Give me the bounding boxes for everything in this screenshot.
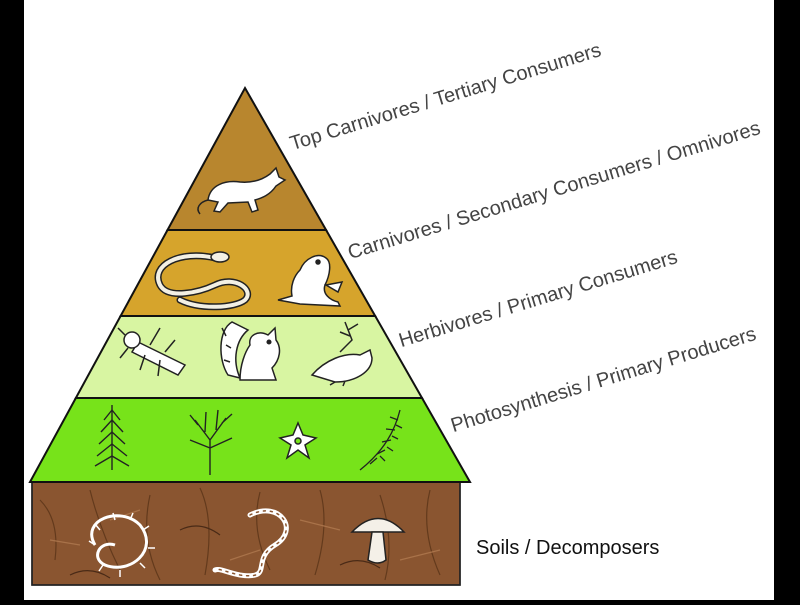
snake-icon <box>154 251 251 311</box>
fox-icon <box>197 166 287 215</box>
fern-icon <box>359 409 403 471</box>
squirrel-icon <box>220 321 281 381</box>
earthworm-icon <box>212 508 289 579</box>
band-producers <box>28 397 472 483</box>
mushroom-icon <box>350 517 406 564</box>
centipede-icon <box>88 512 155 577</box>
pine-tree-icon <box>94 405 130 470</box>
organisms <box>94 166 403 475</box>
flower-icon <box>278 421 318 460</box>
tree-icon <box>189 409 233 475</box>
soil-layer <box>31 481 461 586</box>
bird-icon <box>310 321 373 387</box>
soil-label: Soils / Decomposers <box>476 537 660 559</box>
frog-icon <box>277 254 344 307</box>
beetle-icon <box>117 327 187 377</box>
